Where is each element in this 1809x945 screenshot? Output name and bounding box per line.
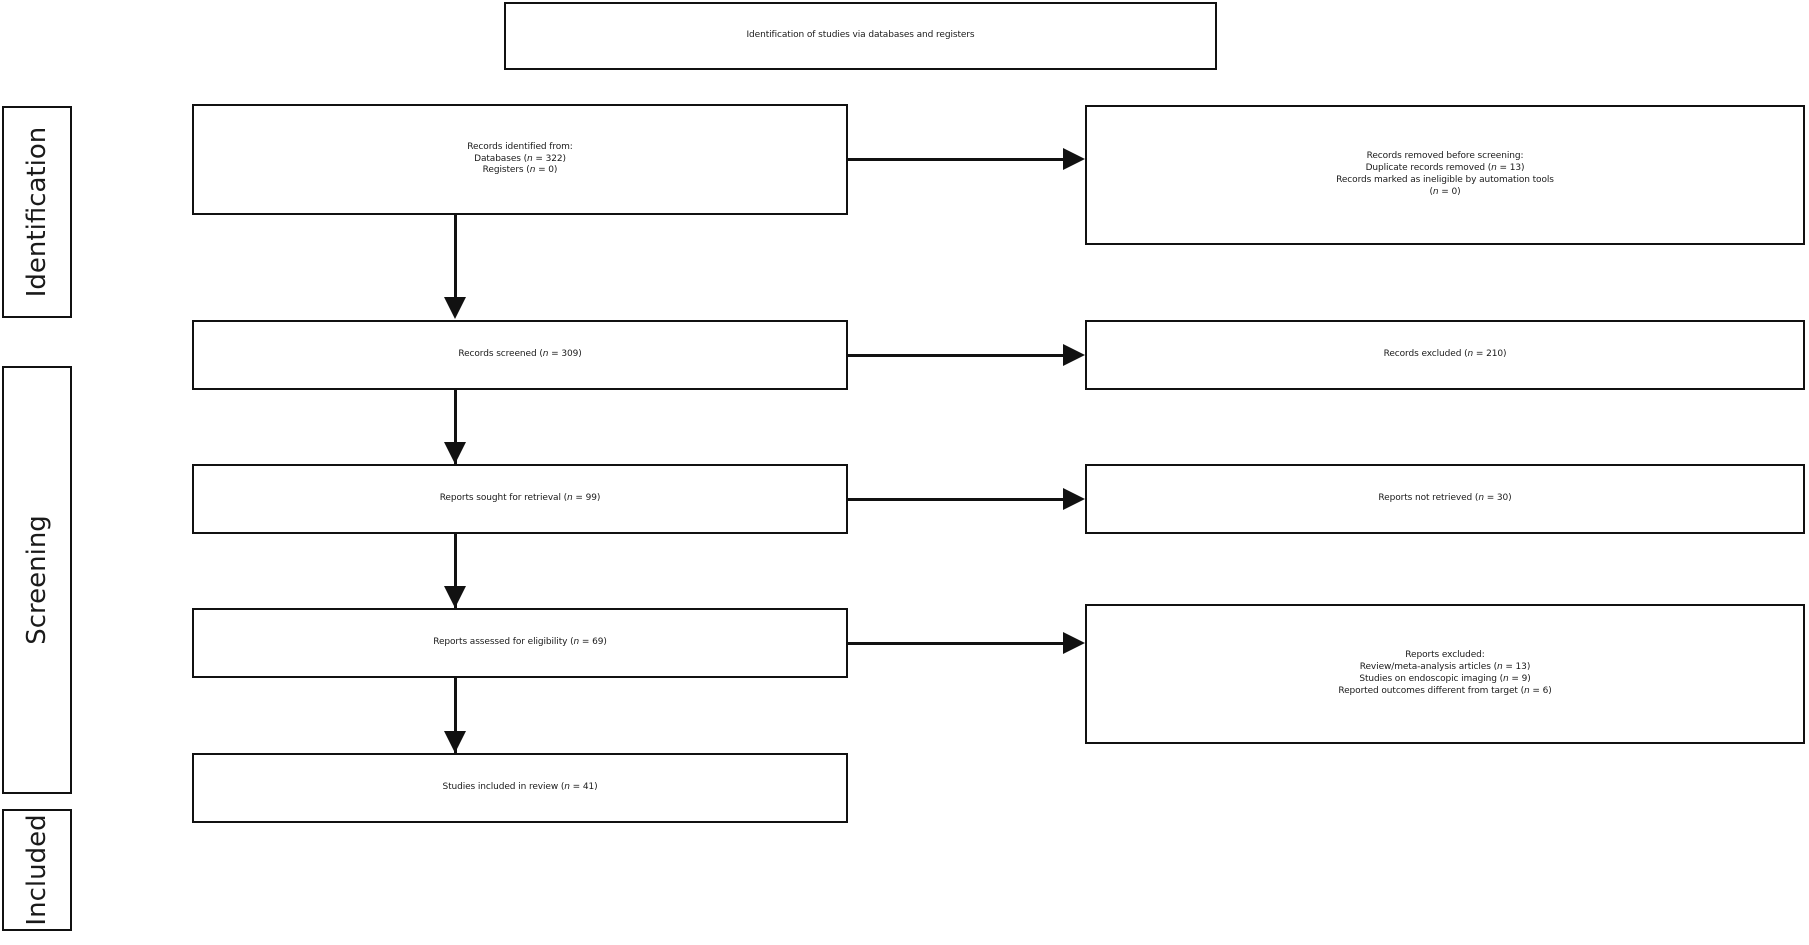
arrowhead-sought-to-assessed <box>444 586 466 608</box>
studies-included-line-1: Studies included in review (n = 41) <box>442 782 598 793</box>
records-identified-line-3: Registers (n = 0) <box>482 165 558 176</box>
box-studies-included-lines: Studies included in review (n = 41) <box>194 782 846 794</box>
reports-assessed-line-1: Reports assessed for eligibility (n = 69… <box>433 637 607 648</box>
stage-label-identification: Identification <box>2 106 72 318</box>
box-records-removed-lines: Records removed before screening: Duplic… <box>1087 151 1803 199</box>
connector-screened-to-excluded <box>848 354 1063 357</box>
box-records-screened-lines: Records screened (n = 309) <box>194 349 846 361</box>
box-reports-excluded-lines: Reports excluded: Review/meta-analysis a… <box>1087 650 1803 698</box>
connector-assessed-to-included <box>454 678 457 754</box>
reports-excluded-line-3: Studies on endoscopic imaging (n = 9) <box>1359 674 1531 684</box>
box-studies-included: Studies included in review (n = 41) <box>192 753 848 823</box>
connector-screened-to-sought <box>454 390 457 465</box>
connector-sought-to-not-retrieved <box>848 498 1063 501</box>
box-records-removed: Records removed before screening: Duplic… <box>1085 105 1805 245</box>
reports-sought-line-1: Reports sought for retrieval (n = 99) <box>439 493 601 504</box>
box-records-identified: Records identified from: Databases (n = … <box>192 104 848 215</box>
header-banner-title: Identification of studies via databases … <box>746 30 975 41</box>
stage-label-screening-text: Screening <box>22 515 52 645</box>
box-reports-not-retrieved: Reports not retrieved (n = 30) <box>1085 464 1805 534</box>
reports-not-retrieved-line-1: Reports not retrieved (n = 30) <box>1378 493 1512 504</box>
connector-identified-to-screened <box>454 215 457 299</box>
records-identified-line-2: Databases (n = 322) <box>474 153 566 164</box>
box-reports-assessed-lines: Reports assessed for eligibility (n = 69… <box>194 637 846 649</box>
arrowhead-sought-to-not-retrieved <box>1063 488 1085 510</box>
connector-assessed-to-excluded <box>848 642 1063 645</box>
connector-identified-to-removed <box>848 158 1063 161</box>
stage-label-screening: Screening <box>2 366 72 794</box>
box-records-identified-lines: Records identified from: Databases (n = … <box>194 142 846 178</box>
records-screened-line-1: Records screened (n = 309) <box>458 349 582 360</box>
box-reports-not-retrieved-lines: Reports not retrieved (n = 30) <box>1087 493 1803 505</box>
records-removed-line-2: Duplicate records removed (n = 13) <box>1365 163 1525 174</box>
reports-excluded-line-4: Reported outcomes different from target … <box>1338 685 1552 696</box>
box-records-excluded-lines: Records excluded (n = 210) <box>1087 349 1803 361</box>
box-records-screened: Records screened (n = 309) <box>192 320 848 390</box>
records-identified-line-1: Records identified from: <box>467 141 573 152</box>
records-excluded-line-1: Records excluded (n = 210) <box>1383 349 1507 360</box>
records-removed-line-3: Records marked as ineligible by automati… <box>1336 175 1554 185</box>
stage-label-included-text: Included <box>22 814 52 926</box>
reports-excluded-line-1: Reports excluded: <box>1405 650 1485 661</box>
arrowhead-assessed-to-included <box>444 731 466 753</box>
arrowhead-screened-to-sought <box>444 442 466 464</box>
records-removed-line-4: (n = 0) <box>1429 186 1461 197</box>
box-reports-excluded: Reports excluded: Review/meta-analysis a… <box>1085 604 1805 744</box>
stage-label-included: Included <box>2 809 72 931</box>
header-banner: Identification of studies via databases … <box>504 2 1217 70</box>
box-reports-sought-lines: Reports sought for retrieval (n = 99) <box>194 493 846 505</box>
arrowhead-screened-to-excluded <box>1063 344 1085 366</box>
box-reports-assessed: Reports assessed for eligibility (n = 69… <box>192 608 848 678</box>
arrowhead-identified-to-removed <box>1063 148 1085 170</box>
header-banner-lines: Identification of studies via databases … <box>506 30 1215 42</box>
box-records-excluded: Records excluded (n = 210) <box>1085 320 1805 390</box>
connector-sought-to-assessed <box>454 534 457 609</box>
reports-excluded-line-2: Review/meta-analysis articles (n = 13) <box>1359 662 1531 673</box>
records-removed-line-1: Records removed before screening: <box>1366 151 1524 162</box>
box-reports-sought: Reports sought for retrieval (n = 99) <box>192 464 848 534</box>
stage-label-identification-text: Identification <box>22 126 52 298</box>
arrowhead-assessed-to-excluded <box>1063 632 1085 654</box>
arrowhead-identified-to-screened <box>444 297 466 319</box>
